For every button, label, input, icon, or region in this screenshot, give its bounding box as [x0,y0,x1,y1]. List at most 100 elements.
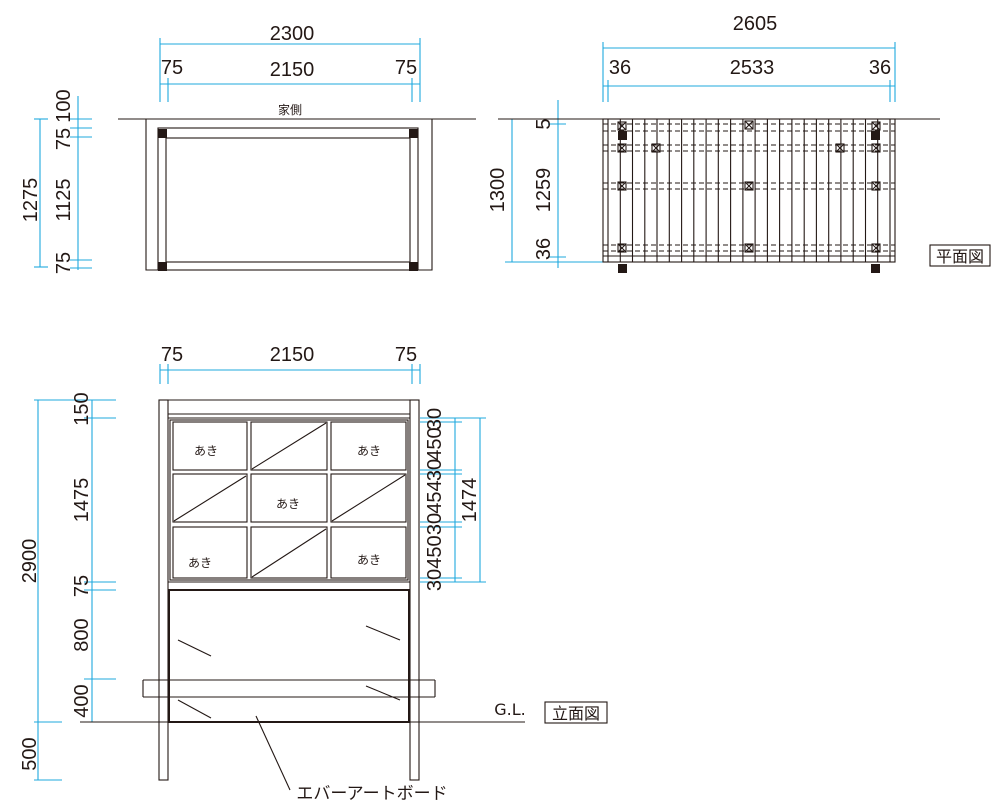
post-back-left [158,129,167,138]
elevation-left-dimensions: 150 1475 75 800 400 2900 500 [19,392,116,781]
inner-opening [165,137,411,263]
marker-box [871,243,881,253]
support-markers [617,120,881,253]
support-marker [617,143,627,153]
frame-plan-left-dimensions: 100 75 1125 75 1275 [20,89,92,274]
deck-plan-top-dimensions: 2605 36 2533 36 [602,13,896,102]
house-side-label: 家側 [278,102,302,117]
support-marker [871,181,881,191]
lattice-cell [250,526,328,579]
marker-box [617,121,627,131]
overall-height-value: 2900 [19,539,41,584]
lattice-cell [250,421,328,471]
marker-cross [744,243,754,253]
post-back-left [618,131,627,140]
marker-box [835,143,845,153]
lattice-cell [330,421,407,471]
marker-cross [835,143,845,153]
marker-box [744,120,754,130]
post-front-left [158,262,167,271]
support-marker [744,181,754,191]
plan-view-title: 平面図 [936,247,984,266]
marker-cross [871,143,881,153]
hatch-mark [365,625,401,641]
panel-diagonal [251,528,327,578]
marker-box [617,181,627,191]
open-cell-label: あき [357,444,381,458]
left-post [158,399,169,781]
marker-box [744,181,754,191]
marker-cross [871,121,881,131]
mid-beam-height-value: 75 [71,575,93,597]
panel-diagonal [251,422,327,470]
marker-cross [617,243,627,253]
deck-depth-value: 1259 [533,168,555,213]
lattice-panel: あき あき あき あき あき [169,419,409,581]
right-post [409,399,420,781]
board-hatch-marks [177,625,401,719]
inner-span-value: 2150 [270,59,315,81]
overall-width-value: 2300 [270,23,315,45]
front-post-depth-value: 75 [53,252,75,274]
deck-border [602,118,896,263]
row1-height-value: 450 [424,427,446,460]
support-marker [617,243,627,253]
back-post-depth-value: 75 [53,128,75,150]
roof-outline [145,119,433,271]
marker-box [651,143,661,153]
deck-plan-left-dimensions: 5 1259 36 1300 [487,100,603,268]
divider1-value: 30 [424,459,446,481]
frame-plan-view: 2300 75 2150 75 100 75 1125 75 1275 家側 [20,23,476,274]
plan-view-label: 平面図 [929,244,991,267]
inner-depth-value: 1125 [53,178,75,221]
board-leader-line [255,715,291,791]
lattice-overall-value: 1474 [459,478,481,523]
post-back-right [409,129,418,138]
elevation-view-title: 立面図 [552,704,600,723]
post-front-right [871,264,880,273]
embed-depth-value: 500 [19,737,41,770]
right-post-width-value: 75 [395,344,417,366]
beam-outline [157,127,419,271]
post-front-right [409,262,418,271]
post-back-right [871,131,880,140]
right-post-width-value: 75 [395,57,417,79]
lattice-cell [172,526,248,579]
view-label-box [929,244,991,267]
support-marker [744,243,754,253]
overall-width-value: 2605 [733,13,778,35]
marker-box [871,181,881,191]
overall-depth-value: 1275 [20,178,42,223]
hatch-mark [177,639,212,657]
panel-diagonal [173,475,247,522]
ground-line-label: G.L. [494,700,525,719]
view-label-box [544,701,608,724]
open-cell-label: あき [188,556,212,570]
marker-box [744,243,754,253]
wall-gap-value: 100 [53,89,75,122]
lattice-frame [169,419,409,581]
marker-cross [617,181,627,191]
frame-top-value: 30 [424,408,446,430]
panel-diagonal [331,474,406,522]
lattice-height-value: 1475 [71,478,93,523]
deck-boards [607,119,891,262]
elevation-top-dimensions: 75 2150 75 [159,344,421,384]
support-marker [744,120,754,130]
marker-cross [651,143,661,153]
deck-plan-view: 2605 36 2533 36 5 1259 36 1300 [487,13,991,273]
marker-box [617,143,627,153]
elevation-right-dimensions: 30 450 30 454 30 450 30 1474 [420,408,486,591]
board-material-label: エバーアートボード [296,784,447,804]
row3-height-value: 450 [424,535,446,568]
support-marker [871,121,881,131]
overall-depth-value: 1300 [487,168,509,213]
lattice-cell [330,526,407,579]
ever-art-board [168,589,410,723]
support-marker [617,181,627,191]
deck-outline [602,118,896,273]
marker-cross [871,243,881,253]
support-marker [617,121,627,131]
row2-height-value: 454 [424,480,446,513]
elevation-structure: あき あき あき あき あき [142,399,436,781]
